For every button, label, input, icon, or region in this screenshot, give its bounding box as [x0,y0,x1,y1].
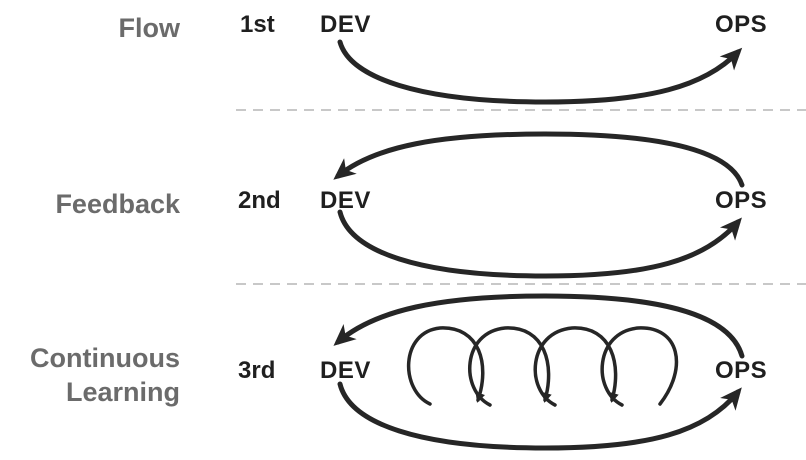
learning-loop-2 [468,326,552,407]
ordinal-1st: 1st [240,11,275,38]
feedback-flow-arrow [337,209,742,279]
dev-node-row1: DEV [320,11,371,38]
learning-return-arrow [333,293,745,359]
row-label-continuous: Continuous [30,343,180,373]
flow-arrow [337,39,743,105]
ordinal-3rd: 3rd [238,357,276,384]
ordinal-2nd: 2nd [238,187,281,214]
learning-loop-1 [407,326,485,406]
learning-loop-4 [600,326,679,407]
learning-loop-3 [533,326,619,407]
dev-node-row2: DEV [320,187,371,214]
feedback-return-arrow [333,131,745,188]
ops-node-row2: OPS [715,187,768,214]
row-label-flow: Flow [118,13,181,43]
ops-node-row1: OPS [715,11,768,38]
row-label-learning: Learning [65,377,180,407]
row-label-feedback: Feedback [55,189,180,219]
learning-flow-arrow [337,381,742,451]
ops-node-row3: OPS [715,357,768,384]
dev-node-row3: DEV [320,357,371,384]
